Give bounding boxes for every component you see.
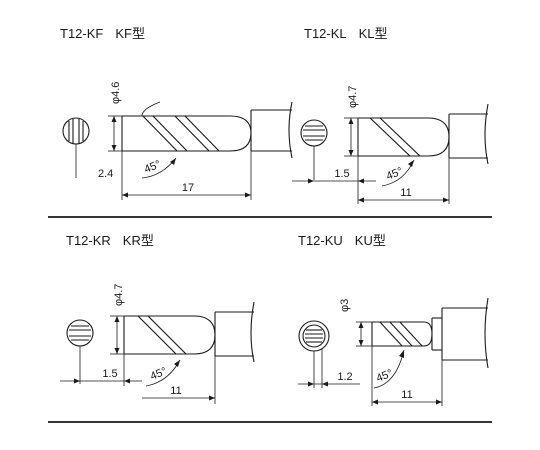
- tip-ku-model: T12-KU: [298, 233, 343, 248]
- tip-kr: T12-KR KR型: [60, 233, 255, 404]
- tip-kr-angle: 45°: [149, 365, 169, 382]
- tip-kf: T12-KF KF型: [60, 26, 293, 200]
- tip-ku-offset-dim: 1.2: [298, 348, 360, 388]
- tip-kl-model: T12-KL: [304, 26, 347, 41]
- tip-kl-type: KL型: [359, 26, 388, 41]
- tip-kl-diameter: φ4.7: [347, 86, 359, 108]
- tip-kl-offset-dim: 1.5: [292, 156, 376, 184]
- tip-ku-end-view: [298, 320, 330, 388]
- tip-kf-length-dim: 17: [121, 151, 252, 200]
- tip-kl-diameter-dim: φ4.7: [344, 86, 359, 157]
- tip-kf-angle-dim: 45°: [141, 157, 177, 179]
- tip-kf-offset: 2.4: [98, 168, 113, 180]
- tip-kf-type: KF型: [115, 26, 145, 41]
- tip-kf-model: T12-KF: [60, 26, 103, 41]
- tip-kl-angle-dim: 45°: [381, 159, 415, 187]
- tip-kf-diameter-dim: φ4.6: [108, 82, 122, 152]
- tip-kl: T12-KL KL型: [292, 26, 489, 204]
- tip-kr-length-dim: 11: [142, 356, 216, 404]
- tip-kf-diameter: φ4.6: [110, 82, 122, 104]
- tip-kr-angle-dim: 45°: [145, 359, 181, 387]
- tip-kl-end-view: [300, 119, 328, 180]
- tip-ku-offset: 1.2: [337, 371, 352, 383]
- tip-kl-offset: 1.5: [334, 168, 349, 180]
- tip-ku-diameter: φ3: [339, 299, 351, 312]
- tip-kr-diameter: φ4.7: [113, 284, 125, 306]
- tip-kr-offset-dim: 1.5: [60, 354, 142, 386]
- tip-kr-end-view: [66, 319, 94, 384]
- tip-ku-angle-dim: 45°: [373, 349, 405, 389]
- tip-kf-side-view: [121, 101, 293, 159]
- tip-kr-model: T12-KR: [66, 233, 111, 248]
- tip-kf-end-view: [62, 117, 90, 178]
- tip-ku-length-dim: 11: [371, 346, 443, 406]
- tip-kf-length: 17: [182, 182, 194, 194]
- tip-ku-length: 11: [401, 389, 412, 401]
- tip-ku-type: KU型: [355, 233, 386, 248]
- tip-kr-type: KR型: [123, 233, 154, 248]
- tip-ku-angle: 45°: [375, 367, 395, 384]
- tip-kr-diameter-dim: φ4.7: [110, 284, 125, 355]
- tip-kf-angle: 45°: [143, 158, 163, 175]
- tip-ku-side-view: [371, 297, 489, 369]
- tip-ku-diameter-dim: φ3: [339, 299, 372, 347]
- tip-kl-side-view: [357, 103, 489, 165]
- tip-kl-length: 11: [400, 187, 411, 199]
- tip-kr-offset: 1.5: [102, 368, 117, 380]
- tip-ku: T12-KU KU型: [298, 233, 489, 406]
- tip-kl-angle: 45°: [385, 165, 405, 182]
- tip-kr-length: 11: [170, 385, 181, 397]
- tip-kr-side-view: [123, 301, 255, 363]
- tip-kl-length-dim: 11: [357, 158, 450, 204]
